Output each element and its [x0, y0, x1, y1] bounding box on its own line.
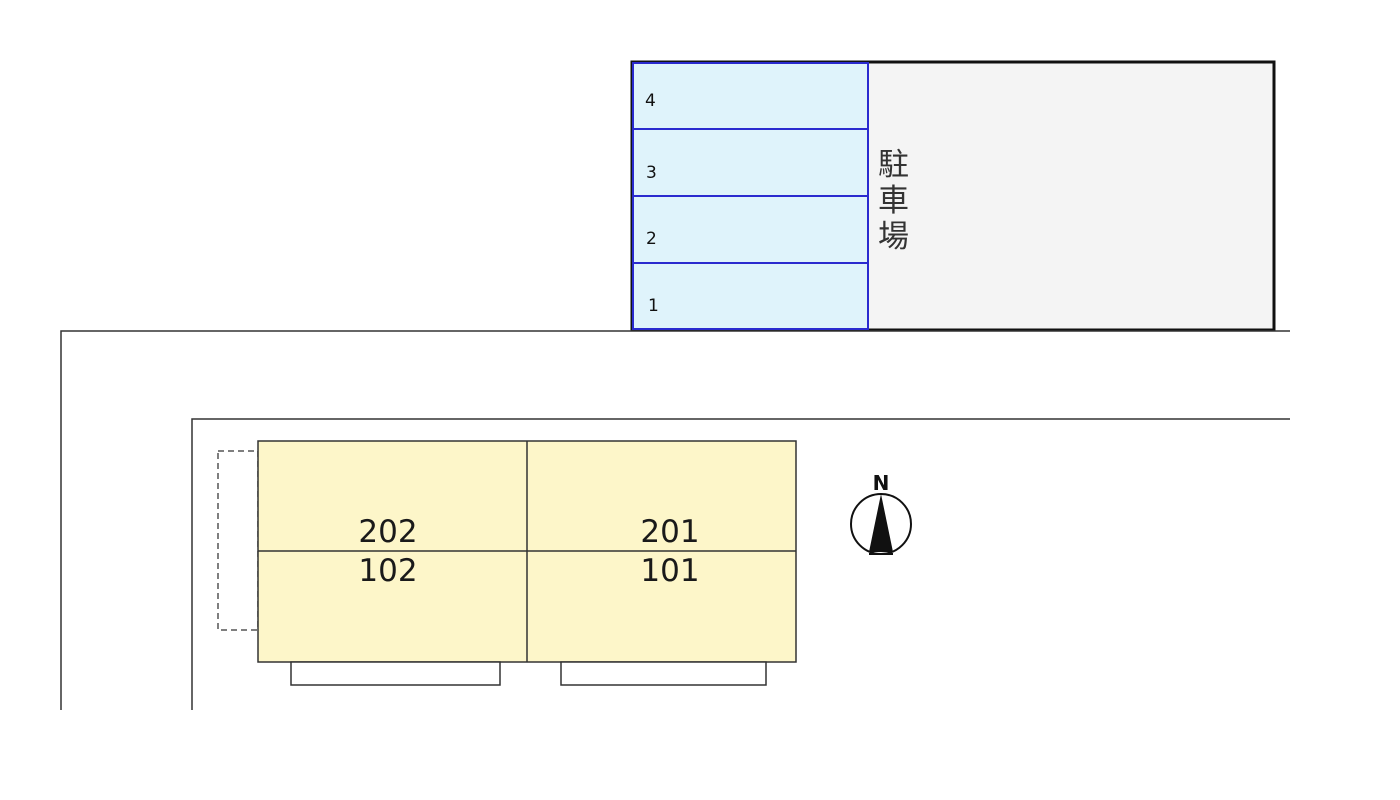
parking-slot-number-1: 1 [648, 296, 659, 316]
parking-slots: 4 3 2 1 [632, 62, 869, 330]
parking-slot-number-4: 4 [645, 91, 656, 111]
parking-label-char-3: 場 [878, 219, 909, 255]
parking-area: 4 3 2 1 駐 車 場 [630, 60, 1276, 332]
unit-label-102: 102 [358, 553, 417, 589]
compass-needle [869, 494, 893, 552]
parking-label-char-2: 車 [878, 183, 909, 219]
north-arrow-icon: N [850, 471, 912, 555]
inner-boundary-line [191, 418, 1290, 710]
site-boundary [60, 330, 1290, 710]
parking-slot-2 [632, 195, 869, 264]
parking-slot-4 [632, 62, 869, 130]
parking-label: 駐 車 場 [878, 147, 909, 255]
outer-boundary-line [60, 330, 1290, 710]
unit-label-101: 101 [640, 553, 699, 589]
north-label: N [873, 471, 890, 495]
entrance-outline [217, 450, 259, 631]
parking-slot-number-2: 2 [646, 229, 657, 249]
parking-slot-1 [632, 262, 869, 330]
balcony-right [560, 661, 767, 686]
building: 202 201 102 101 [217, 440, 797, 686]
parking-slot-3 [632, 128, 869, 197]
unit-label-202: 202 [358, 514, 417, 550]
parking-slot-number-3: 3 [646, 163, 657, 183]
parking-label-char-1: 駐 [878, 147, 909, 183]
unit-label-201: 201 [640, 514, 699, 550]
balcony-left [290, 661, 501, 686]
